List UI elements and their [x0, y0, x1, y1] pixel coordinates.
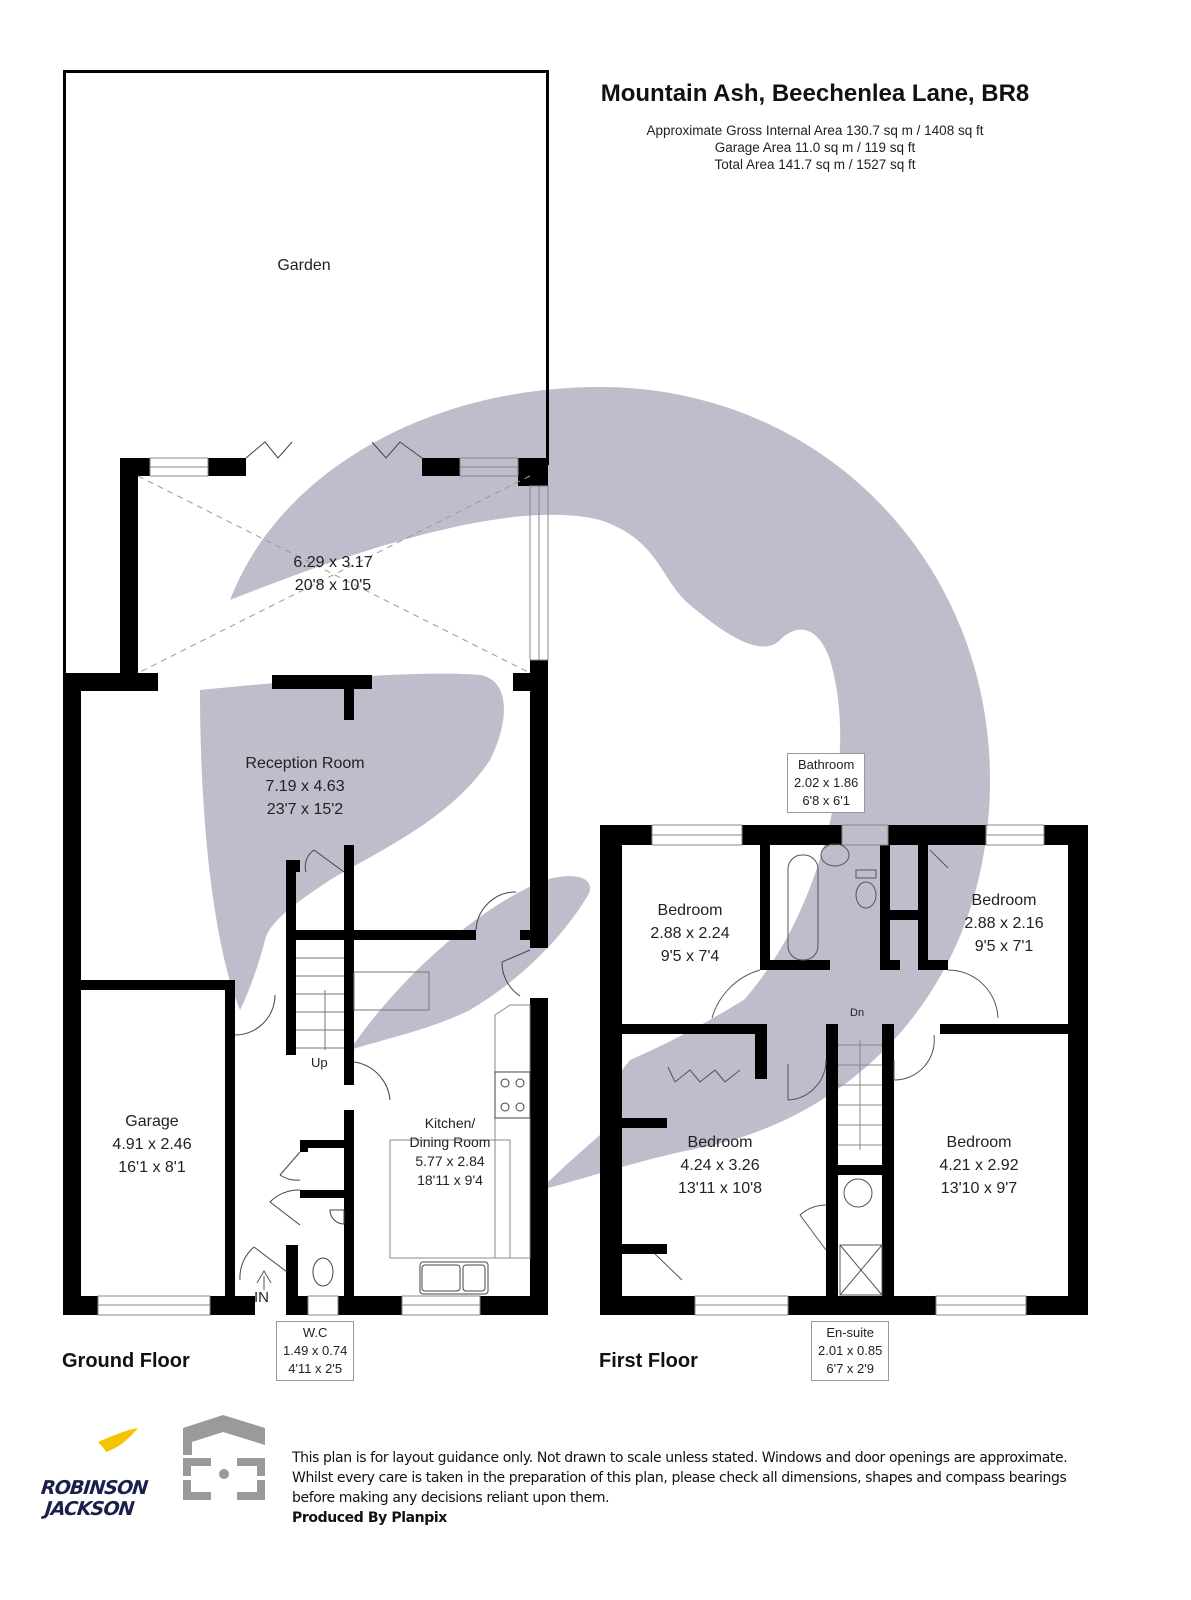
garage-area: Garage Area 11.0 sq m / 119 sq ft [714, 140, 916, 155]
stairs-up-marker: Up [311, 1055, 328, 1070]
ground-floor-fixtures [137, 441, 531, 1295]
entrance-marker: IN [254, 1289, 269, 1306]
robinson-jackson-logo: ROBINSON JACKSON [40, 1477, 149, 1520]
first-floor-fixtures [654, 843, 999, 1296]
robinson-jackson-swallow-icon [98, 1428, 138, 1452]
conservatory-metric: 6.29 x 3.17 [293, 554, 373, 571]
producer-credit: Produced By Planpix [292, 1510, 447, 1526]
room-label-reception: Reception Room 7.19 x 4.63 23'7 x 15'2 [245, 755, 365, 818]
room-label-bedroom-bottom-right: Bedroom 4.21 x 2.92 13'10 x 9'7 [939, 1134, 1019, 1197]
first-floor-walls [600, 825, 1088, 1315]
room-label-conservatory: 6.29 x 3.17 20'8 x 10'5 [293, 551, 372, 597]
stairs-down-marker: Dn [850, 1007, 865, 1019]
first-floor-windows [651, 824, 1045, 1316]
ground-floor-label: Ground Floor [62, 1350, 190, 1372]
room-label-bedroom-top-right: Bedroom 2.88 x 2.16 9'5 x 7'1 [964, 892, 1044, 955]
room-label-ensuite: En-suite 2.01 x 0.85 6'7 x 2'9 [811, 1321, 890, 1381]
room-label-kitchen: Kitchen/ Dining Room 5.77 x 2.84 18'11 x… [409, 1115, 491, 1188]
room-label-bedroom-top-left: Bedroom 2.88 x 2.24 9'5 x 7'4 [650, 902, 730, 965]
room-label-wc: W.C 1.49 x 0.74 4'11 x 2'5 [276, 1321, 355, 1381]
area-summary: Approximate Gross Internal Area 130.7 sq… [560, 122, 1070, 173]
room-label-bathroom: Bathroom 2.02 x 1.86 6'8 x 6'1 [787, 753, 866, 813]
ground-floor-windows [97, 457, 549, 1316]
conservatory-imperial: 20'8 x 10'5 [294, 577, 372, 594]
room-label-garden: Garden [277, 257, 331, 274]
room-label-garage: Garage 4.91 x 2.46 16'1 x 8'1 [112, 1113, 192, 1176]
total-area: Total Area 141.7 sq m / 1527 sq ft [714, 157, 916, 172]
property-title: Mountain Ash, Beechenlea Lane, BR8 [600, 80, 1030, 107]
ground-floor-walls [63, 70, 549, 1315]
first-floor-label: First Floor [599, 1350, 698, 1372]
gross-internal-area: Approximate Gross Internal Area 130.7 sq… [646, 123, 984, 138]
planpix-logo-icon [183, 1415, 265, 1500]
room-label-bedroom-bottom-left: Bedroom 4.24 x 3.26 13'11 x 10'8 [677, 1134, 763, 1197]
disclaimer-text: This plan is for layout guidance only. N… [292, 1448, 1112, 1528]
